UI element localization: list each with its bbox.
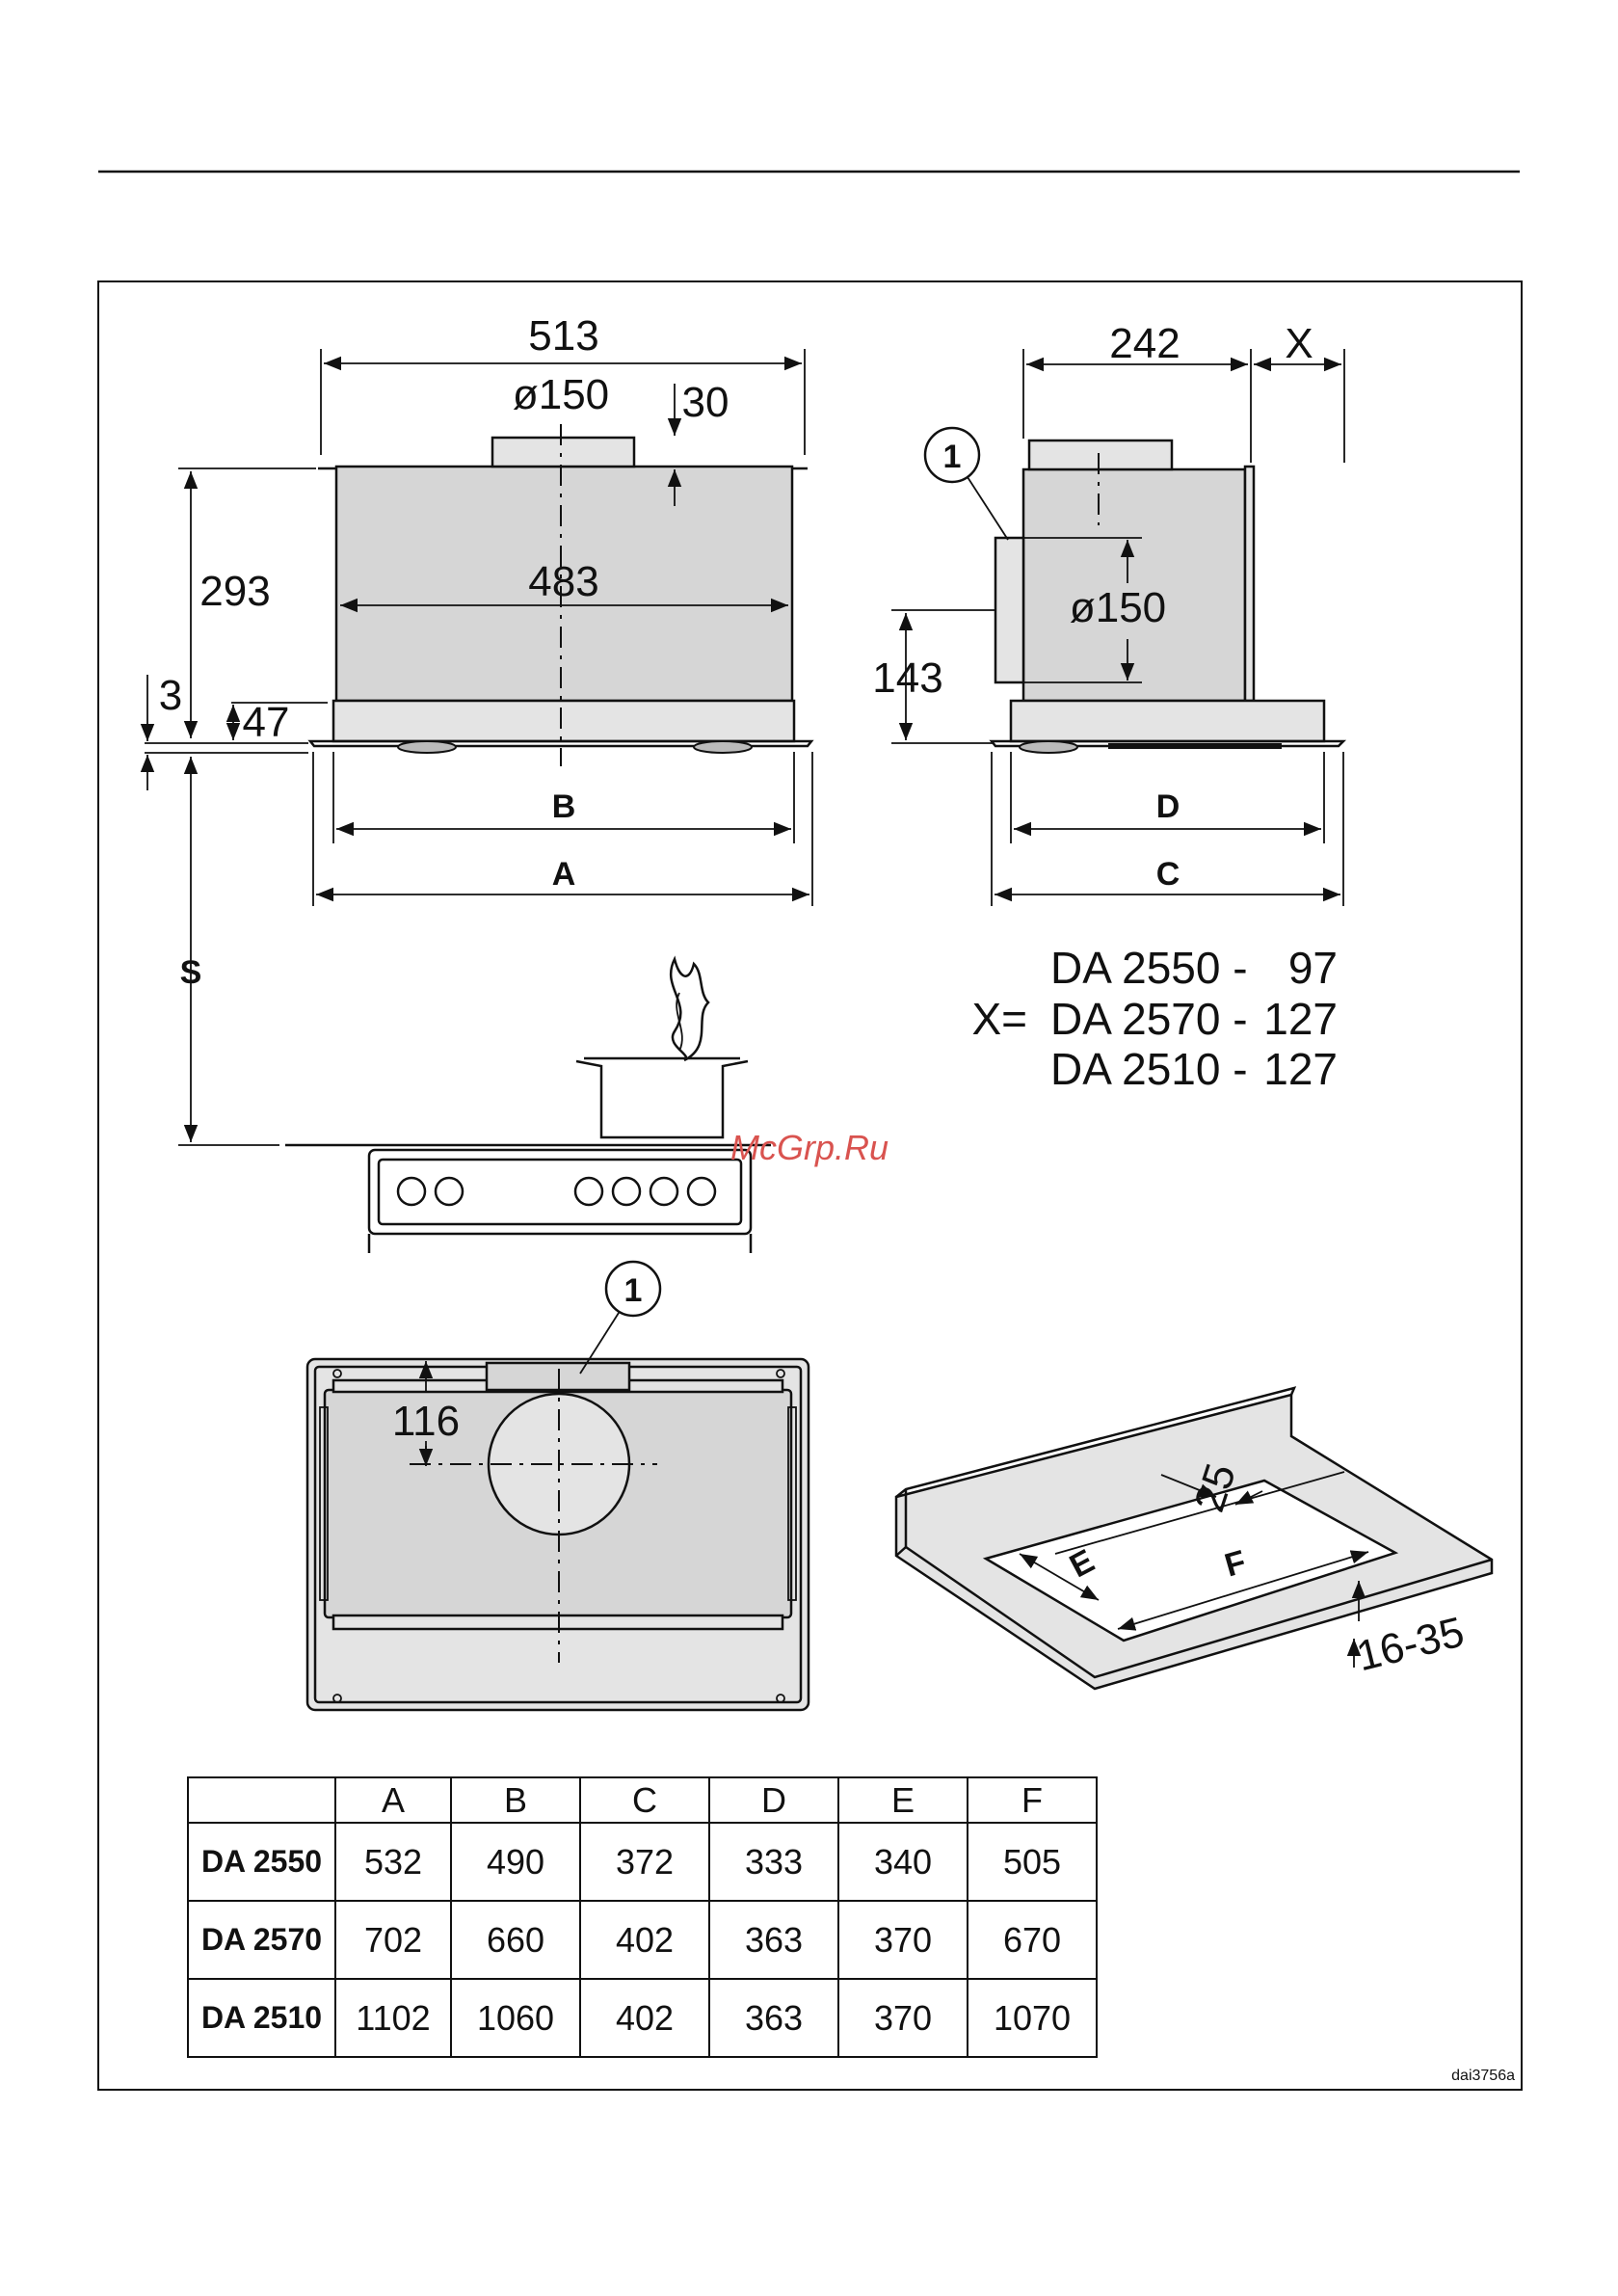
table-cell: 660	[451, 1901, 580, 1979]
table-cell: 505	[968, 1823, 1097, 1901]
table-header-cell: F	[968, 1777, 1097, 1823]
table-header-cell: D	[709, 1777, 838, 1823]
table-header-cell: B	[451, 1777, 580, 1823]
watermark: McGrp.Ru	[730, 1128, 889, 1167]
dim-width-top: 513	[528, 312, 598, 360]
label-S: S	[180, 954, 202, 991]
dim-side-duct-height: 143	[872, 654, 942, 702]
table-cell: 1102	[335, 1979, 451, 2057]
table-header-cell: E	[838, 1777, 968, 1823]
table-cell: 702	[335, 1901, 451, 1979]
table-header-cell	[188, 1777, 335, 1823]
callout-1-side: 1	[943, 439, 962, 475]
callout-1-top: 1	[624, 1272, 643, 1309]
table-cell: 490	[451, 1823, 580, 1901]
x-values: X= DA 2550 - 97 DA 2570 - 127 DA 2510 - …	[971, 943, 1338, 1094]
drawing-ref: dai3756a	[1451, 2068, 1515, 2084]
table-cell: 363	[709, 1901, 838, 1979]
table-header-cell: A	[335, 1777, 451, 1823]
table-model-cell: DA 2510	[188, 1979, 335, 2057]
table-cell: 340	[838, 1823, 968, 1901]
x-prefix: X=	[971, 994, 1027, 1044]
dim-height: 293	[199, 568, 270, 615]
dim-duct-height: 30	[682, 379, 729, 426]
x-value-3: 127	[1263, 1044, 1338, 1094]
dim-base-height: 47	[243, 699, 290, 746]
label-A: A	[552, 856, 576, 893]
x-value-1: 97	[1288, 943, 1338, 993]
side-dimensions: 242 X ø150 143 1 D C	[872, 320, 1344, 906]
table-cell: 370	[838, 1979, 968, 2057]
table-cell: 670	[968, 1901, 1097, 1979]
dim-side-extra: X	[1285, 320, 1313, 367]
dim-worktop-thickness: 16-35	[1352, 1609, 1469, 1681]
dim-side-depth: 242	[1109, 320, 1180, 367]
x-value-2: 127	[1263, 994, 1338, 1044]
table-row: DA 2510 1102 1060 402 363 370 1070	[188, 1979, 1097, 2057]
table-cell: 363	[709, 1979, 838, 2057]
table-header-cell: C	[580, 1777, 709, 1823]
table-cell: 372	[580, 1823, 709, 1901]
side-view	[992, 441, 1343, 753]
dim-duct-diameter: ø150	[513, 371, 609, 418]
table-cell: 333	[709, 1823, 838, 1901]
dimensions-table: A B C D E F DA 2550 532 490 372 333 340 …	[187, 1776, 1098, 2058]
x-model-3: DA 2510 -	[1050, 1044, 1248, 1094]
label-C: C	[1156, 856, 1180, 893]
table-cell: 1060	[451, 1979, 580, 2057]
dim-side-duct-diameter: ø150	[1070, 584, 1166, 631]
cooker-illustration	[285, 959, 771, 1253]
table-model-cell: DA 2570	[188, 1901, 335, 1979]
table-header-row: A B C D E F	[188, 1777, 1097, 1823]
dim-body-width: 483	[528, 558, 598, 605]
table-row: DA 2550 532 490 372 333 340 505	[188, 1823, 1097, 1901]
worktop-cutout: E F 25 16-35	[896, 1388, 1492, 1689]
table-cell: 402	[580, 1979, 709, 2057]
table-cell: 1070	[968, 1979, 1097, 2057]
x-model-2: DA 2570 -	[1050, 994, 1248, 1044]
label-B: B	[552, 788, 576, 825]
table-row: DA 2570 702 660 402 363 370 670	[188, 1901, 1097, 1979]
dim-offset-small: 3	[159, 672, 182, 719]
table-cell: 370	[838, 1901, 968, 1979]
table-cell: 402	[580, 1901, 709, 1979]
x-model-1: DA 2550 -	[1050, 943, 1248, 993]
top-view: 116 1	[307, 1262, 809, 1710]
dim-top-duct-offset: 116	[392, 1398, 460, 1445]
label-D: D	[1156, 788, 1180, 825]
table-model-cell: DA 2550	[188, 1823, 335, 1901]
table-cell: 532	[335, 1823, 451, 1901]
